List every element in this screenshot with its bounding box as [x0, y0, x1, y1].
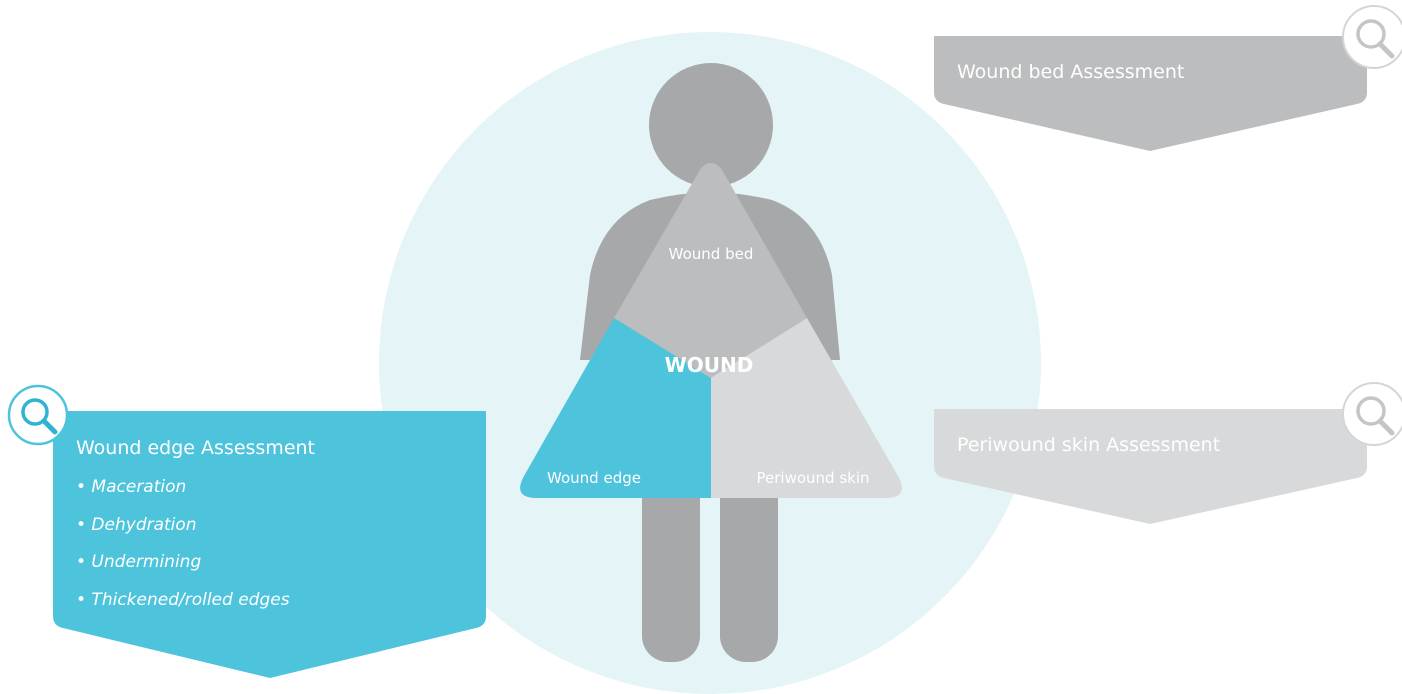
wound-edge-item-undermining: • Undermining [76, 552, 201, 572]
magnifier-icon[interactable] [7, 384, 69, 446]
wound-edge-segment[interactable] [520, 318, 711, 498]
wound-edge-item-thickened: • Thickened/rolled edges [76, 590, 290, 610]
magnifier-icon[interactable] [1342, 382, 1402, 446]
wound-edge-item-dehydration: • Dehydration [76, 515, 197, 535]
wound-edge-panel-shape [53, 411, 486, 678]
periwound-assessment-panel[interactable]: Periwound skin Assessment [934, 382, 1402, 524]
wound-bed-panel-title: Wound bed Assessment [957, 61, 1184, 83]
wound-edge-panel-title: Wound edge Assessment [76, 437, 315, 459]
wound-bed-segment[interactable] [614, 163, 807, 378]
magnifier-icon[interactable] [1342, 5, 1402, 69]
wound-edge-item-maceration: • Maceration [76, 477, 186, 497]
wound-bed-assessment-panel[interactable]: Wound bed Assessment [934, 5, 1402, 151]
periwound-skin-segment[interactable] [711, 318, 902, 498]
periwound-skin-label: Periwound skin [757, 469, 870, 487]
wound-edge-assessment-panel[interactable]: Wound edge Assessment • Maceration • Deh… [7, 384, 486, 678]
periwound-panel-title: Periwound skin Assessment [957, 434, 1220, 456]
figure-leg-left [642, 470, 700, 662]
wound-bed-panel-shape [934, 36, 1367, 151]
figure-leg-right [720, 470, 778, 662]
periwound-panel-shape [934, 409, 1367, 524]
figure-head [649, 63, 773, 187]
wound-center-label: WOUND [665, 353, 754, 377]
wound-edge-label: Wound edge [547, 469, 641, 487]
wound-bed-label: Wound bed [669, 245, 754, 263]
